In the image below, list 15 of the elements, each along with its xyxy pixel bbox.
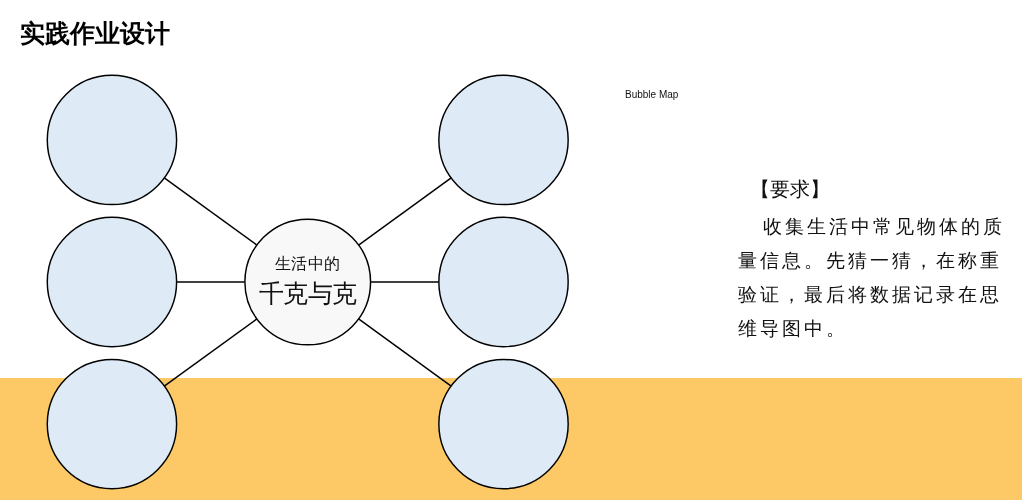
diagram-type-label: Bubble Map bbox=[625, 89, 679, 100]
page-title: 实践作业设计 bbox=[20, 18, 170, 48]
requirements-text: 收集生活中常见物体的质量信息。先猜一猜，在称重验证，最后将数据记录在思维导图中。 bbox=[738, 214, 1006, 341]
connector-line bbox=[357, 318, 452, 387]
connector-line bbox=[163, 177, 258, 246]
empty-bubble bbox=[438, 358, 569, 490]
empty-bubble bbox=[46, 216, 178, 348]
requirements-heading: 【要求】 bbox=[750, 176, 830, 203]
empty-bubble bbox=[438, 74, 569, 206]
empty-bubble bbox=[438, 216, 569, 348]
connector-line bbox=[357, 177, 452, 246]
connector-line bbox=[163, 318, 258, 387]
empty-bubble bbox=[46, 358, 178, 490]
empty-bubble bbox=[46, 74, 178, 206]
center-bubble: 生活中的 千克与克 bbox=[244, 218, 372, 346]
